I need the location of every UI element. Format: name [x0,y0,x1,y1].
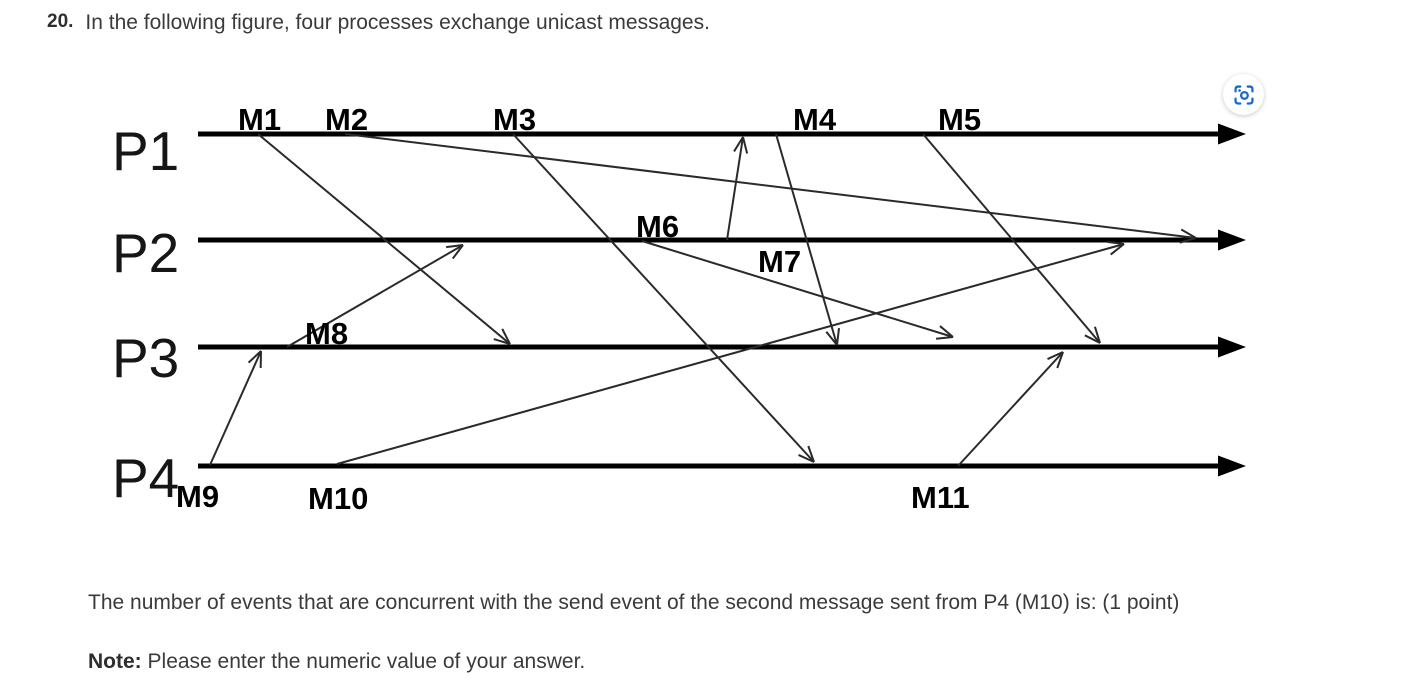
message-line-m10 [336,243,1125,465]
message-label-m4: M4 [793,102,837,137]
message-arrowhead-icon [493,338,511,345]
scan-focus-icon [1233,84,1254,105]
message-label-m10: M10 [308,481,368,516]
message-line-m3 [512,133,815,463]
message-arrowhead-icon [451,244,464,260]
message-arrowhead-icon [1084,334,1101,344]
message-arrowhead-icon [1110,243,1125,256]
message-arrowhead-icon [935,336,954,340]
message-line-m11 [957,351,1064,467]
message-arrowhead-icon [446,244,464,249]
message-arrowhead-icon [1093,326,1101,344]
timeline-arrowhead-icon [1218,123,1246,145]
timeline-arrowhead-icon [1218,229,1246,251]
timeline-arrowhead-icon [1218,336,1246,358]
message-label-m8: M8 [305,316,348,351]
process-label-p3: P3 [112,327,179,389]
message-line-m8 [286,244,464,348]
message-label-m6: M6 [636,209,679,244]
message-arrowhead-icon [825,331,838,346]
message-arrowhead-icon [1179,237,1197,244]
message-arrowhead-icon [807,445,815,463]
message-label-m3: M3 [493,102,536,137]
message-arrowhead-icon [733,136,744,152]
timeline-arrowhead-icon [1218,455,1246,477]
message-line-m6 [641,240,954,338]
message-arrowhead-icon [247,350,262,364]
message-line-m7 [726,136,744,241]
message-line-m1 [257,133,511,345]
message-arrowhead-icon [1180,228,1197,239]
question-header: 20. In the following figure, four process… [47,11,710,35]
message-line-m5 [922,133,1101,344]
message-arrowhead-icon [939,325,954,338]
process-label-p4: P4 [112,447,179,509]
message-label-m9: M9 [176,479,219,514]
process-label-p1: P1 [112,120,179,182]
process-label-p2: P2 [112,222,179,284]
message-arrowhead-icon [836,328,841,346]
message-arrowhead-icon [1056,351,1064,369]
note-text: Please enter the numeric value of your a… [147,650,586,673]
message-label-m2: M2 [325,102,368,137]
message-arrowhead-icon [798,454,815,463]
answer-note: Note: Please enter the numeric value of … [88,650,585,674]
message-line-m9 [209,350,262,466]
question-text: In the following figure, four processes … [85,11,710,34]
message-arrowhead-icon [1107,240,1125,245]
message-line-m4 [775,133,838,346]
message-arrowhead-icon [1047,351,1064,360]
message-arrowhead-icon [742,136,749,154]
message-label-m11: M11 [911,480,970,515]
message-line-m2 [344,133,1197,239]
scan-tool-button[interactable] [1223,74,1264,115]
question-number: 20. [47,11,74,32]
note-label: Note: [88,650,142,673]
message-arrowhead-icon [501,328,511,345]
message-label-m5: M5 [938,102,981,137]
question-prompt: The number of events that are concurrent… [88,591,1180,614]
message-label-m7: M7 [758,244,801,279]
message-label-m1: M1 [238,102,281,137]
